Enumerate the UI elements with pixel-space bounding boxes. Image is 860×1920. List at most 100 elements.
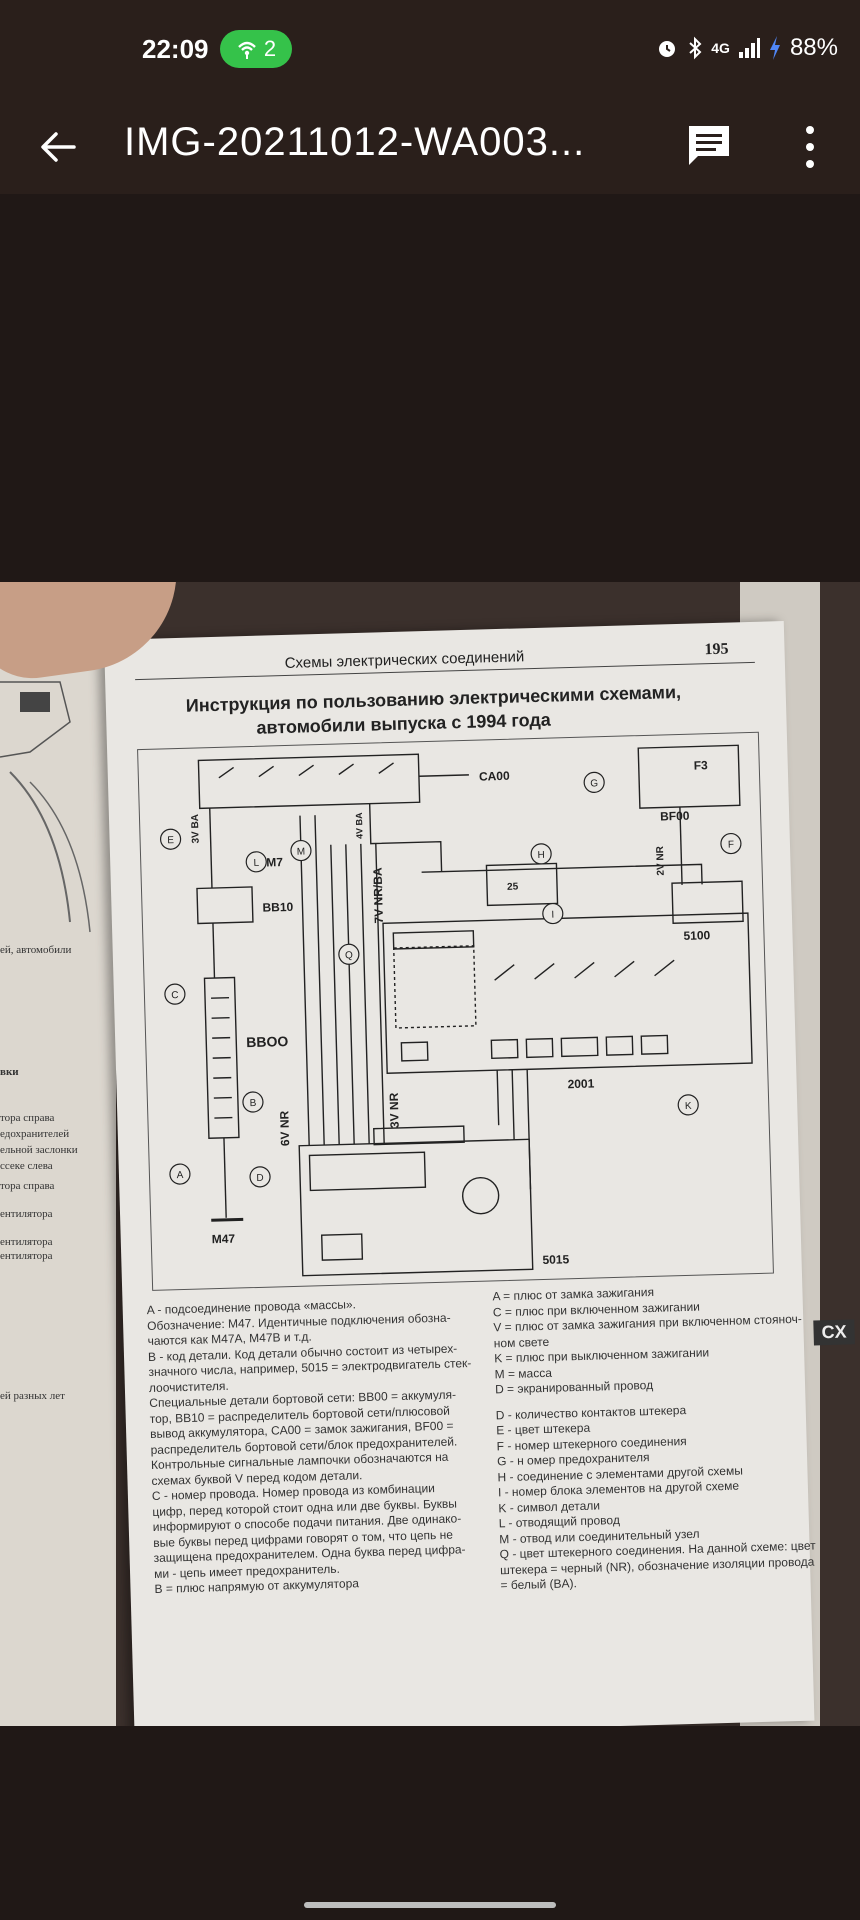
marker-circle [290, 839, 312, 862]
wiring-diagram-svg: CA00 BF00 F3 BB10 M7 BBOO M47 5100 2001 … [159, 744, 753, 1277]
side-tab-cx: CX [813, 1319, 855, 1346]
marker-circle [242, 1091, 264, 1113]
wire-label-7vnrba: 7V NR/BA [370, 867, 386, 924]
marker-d: D [256, 1173, 264, 1184]
marker-circle [583, 771, 605, 793]
marker-m: M [297, 846, 306, 857]
wiring-diagram: CA00 BF00 F3 BB10 M7 BBOO M47 5100 2001 … [137, 731, 774, 1291]
marker-l: L [253, 858, 259, 869]
marker-circle [245, 851, 267, 873]
bb10-box [196, 886, 254, 925]
marker-circle [169, 1163, 191, 1185]
marker-circle [530, 843, 552, 865]
icon-box [605, 1035, 634, 1056]
icon-box [640, 1034, 669, 1055]
network-type: 4G [711, 40, 730, 56]
label-5100: 5100 [683, 928, 710, 943]
connector-6v [373, 1125, 465, 1146]
bluetooth-icon [689, 36, 702, 60]
ground-symbol [211, 1217, 244, 1222]
left-fragment: едохранителей [0, 1128, 70, 1140]
status-icons: 4G 88% [655, 34, 838, 62]
left-fragment: ей разных лет [0, 1390, 65, 1402]
marker-f: F [728, 839, 734, 850]
indicator-block [485, 862, 559, 907]
left-fragment: ей, автомобили [0, 944, 72, 956]
back-arrow-icon [41, 132, 76, 162]
wire-label-6vnr: 6V NR [277, 1110, 292, 1146]
wire [209, 808, 213, 889]
label-m47: M47 [212, 1232, 236, 1247]
home-indicator[interactable] [304, 1902, 556, 1908]
marker-circle [159, 828, 182, 850]
motor-symbol [461, 1176, 500, 1215]
hotspot-count: 2 [263, 36, 277, 61]
page-number: 195 [704, 640, 729, 659]
left-fragment: ельной заслонки [0, 1144, 78, 1156]
marker-b: B [250, 1098, 257, 1109]
alarm-icon [659, 41, 676, 57]
hotspot-icon [238, 41, 256, 59]
marker-circle [249, 1166, 271, 1188]
photo: ей, автомобили вки тора справа едохранит… [0, 582, 860, 1726]
motor-connector [308, 1151, 427, 1192]
key-wire [418, 774, 469, 777]
label-bf00: BF00 [660, 809, 690, 824]
marker-i: I [551, 910, 554, 921]
left-fragment: ентилятора [0, 1208, 53, 1220]
status-time: 22:09 [142, 34, 209, 64]
switch-assembly-2001 [382, 912, 753, 1074]
page-title-line2: автомобили выпуска с 1994 года [256, 709, 552, 738]
label-m7: M7 [266, 855, 283, 869]
marker-q: Q [345, 950, 353, 961]
module-5100 [671, 880, 744, 924]
left-page-drawing [0, 681, 91, 933]
book-page: Схемы электрических соединений 195 Инстр… [104, 621, 855, 1726]
more-options-button[interactable] [790, 120, 830, 174]
icon-box [560, 1036, 599, 1058]
marker-c: C [171, 990, 179, 1001]
wiper-symbol [320, 1233, 364, 1261]
icon-box [525, 1037, 554, 1059]
left-fragment: ентилятора [0, 1236, 53, 1248]
left-fragment: тора справа [0, 1112, 55, 1124]
marker-circle [677, 1094, 699, 1116]
label-f3: F3 [694, 758, 709, 772]
icon-box [400, 1041, 429, 1062]
marker-circle [542, 902, 564, 925]
wire [368, 803, 443, 872]
marker-g: G [590, 778, 598, 789]
marker-a: A [176, 1170, 183, 1181]
status-bar: 22:09 2 4G 88% [0, 0, 860, 100]
icon-box [490, 1038, 519, 1060]
wire [421, 863, 703, 885]
comment-icon [689, 126, 729, 165]
connector-2001 [392, 930, 475, 950]
image-viewer[interactable]: ей, автомобили вки тора справа едохранит… [0, 194, 860, 1920]
left-fragment: ентилятора [0, 1250, 53, 1262]
page-title-line1: Инструкция по пользованию электрическими… [185, 681, 682, 716]
wire-label-2vnr: 2V NR [655, 845, 667, 876]
label-5015: 5015 [542, 1252, 569, 1267]
back-button[interactable] [34, 122, 84, 172]
ground-wire [223, 1137, 227, 1218]
legend-left: A - подсоединение провода «массы».Обозна… [147, 1294, 485, 1598]
battery-level: 88% [789, 34, 838, 61]
wire [496, 1069, 532, 1190]
switches [494, 959, 675, 981]
wire [212, 923, 216, 979]
wire-label-3vba: 3V BA [190, 814, 202, 844]
image-title: IMG-20211012-WA003... [124, 120, 586, 164]
relay-block [392, 945, 477, 1029]
switch-contacts [218, 762, 394, 779]
marker-e: E [167, 835, 174, 846]
app-toolbar: IMG-20211012-WA003... [0, 100, 860, 194]
fuse-box [637, 744, 741, 809]
bus-wires [299, 815, 385, 1146]
hotspot-indicator[interactable]: 2 [220, 30, 292, 68]
marker-circle [338, 943, 360, 965]
left-book-page: ей, автомобили вки тора справа едохранит… [0, 582, 116, 1726]
comments-button[interactable] [684, 120, 734, 170]
label-2001: 2001 [567, 1076, 594, 1091]
